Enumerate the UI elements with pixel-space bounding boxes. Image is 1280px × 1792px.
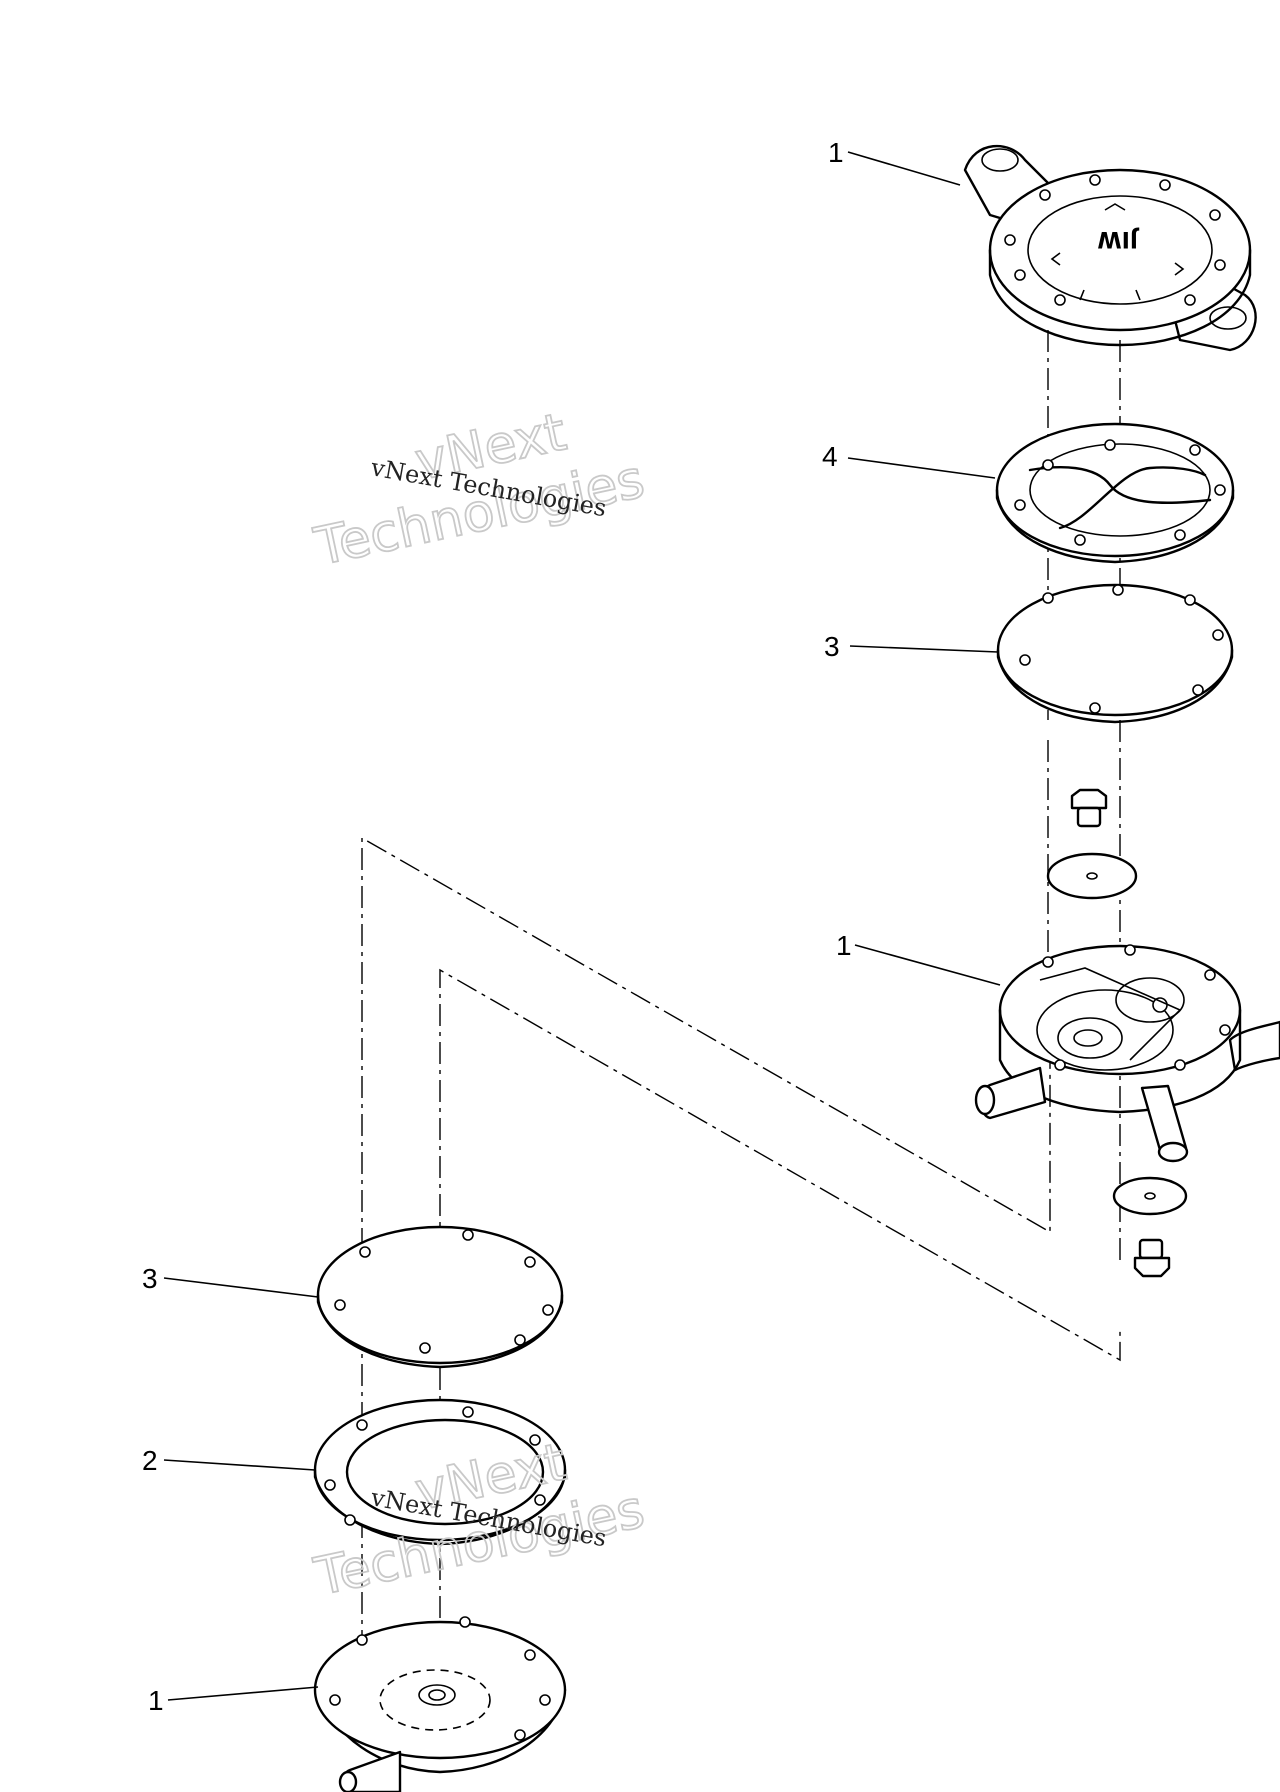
callout-pump-body: 1 [836,930,852,961]
callout-bottom-diaphragm: 3 [142,1263,158,1294]
leaders [163,151,1001,1701]
bottom-diaphragm [316,1225,564,1369]
top-cover: JIW [963,145,1257,352]
callout-top-cover: 1 [828,137,844,168]
valve-gasket [995,422,1235,564]
bottom-cover [313,1616,567,1792]
lower-valve-parts [1112,1176,1188,1278]
watermark-top: vNext Technologies vNext Technologies [308,402,650,579]
callout-valve-gasket: 4 [822,441,838,472]
callout-top-diaphragm: 3 [824,631,840,662]
pump-body [974,944,1280,1163]
top-diaphragm [996,583,1234,724]
callout-bottom-cover: 1 [148,1685,164,1716]
callout-bottom-gasket: 2 [142,1445,158,1476]
upper-valve-parts [1046,788,1138,900]
cover-embossing-text: JIW [1097,226,1140,251]
